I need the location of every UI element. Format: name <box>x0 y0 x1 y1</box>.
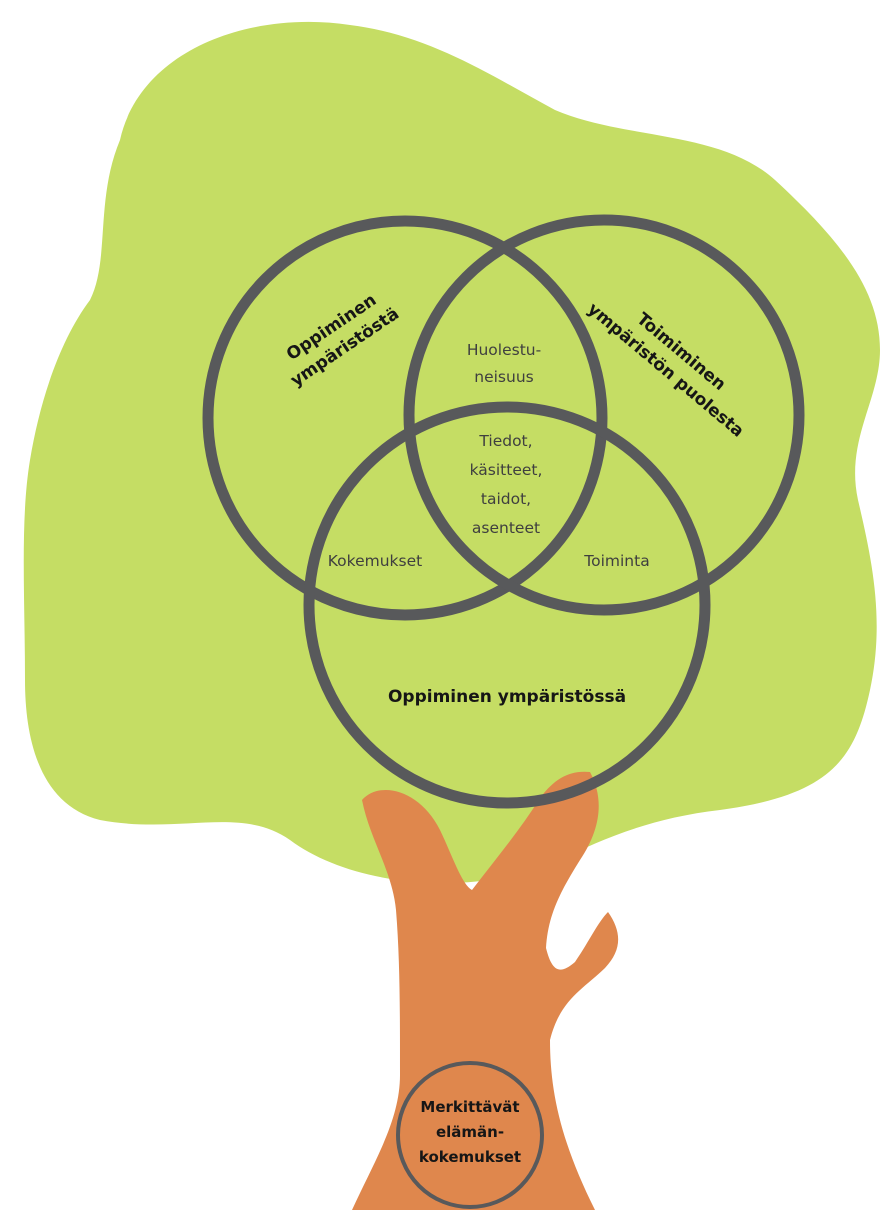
circle-learning-in-environment <box>303 401 711 809</box>
root-label-line-3: kokemukset <box>419 1148 521 1166</box>
overlap-center-line-2: käsitteet, <box>470 461 543 479</box>
circle-learning-from-environment <box>202 215 608 621</box>
overlap-top-line-2: neisuus <box>474 368 533 386</box>
root-label-line-2: elämän- <box>436 1123 504 1141</box>
root-label-line-1: Merkittävät <box>420 1098 519 1116</box>
overlap-center-line-4: asenteet <box>472 519 540 537</box>
overlap-left: Kokemukset <box>328 552 422 570</box>
tree-canopy <box>23 21 880 884</box>
label-learning-in-environment: Oppiminen ympäristössä <box>388 687 626 707</box>
overlap-center-line-1: Tiedot, <box>478 432 532 450</box>
circle-acting-for-environment <box>403 214 805 616</box>
tree-trunk <box>352 771 619 1210</box>
root-circle <box>396 1061 544 1209</box>
overlap-top-line-1: Huolestu- <box>467 341 541 359</box>
overlap-right: Toiminta <box>583 552 649 570</box>
overlap-center-line-3: taidot, <box>481 490 531 508</box>
